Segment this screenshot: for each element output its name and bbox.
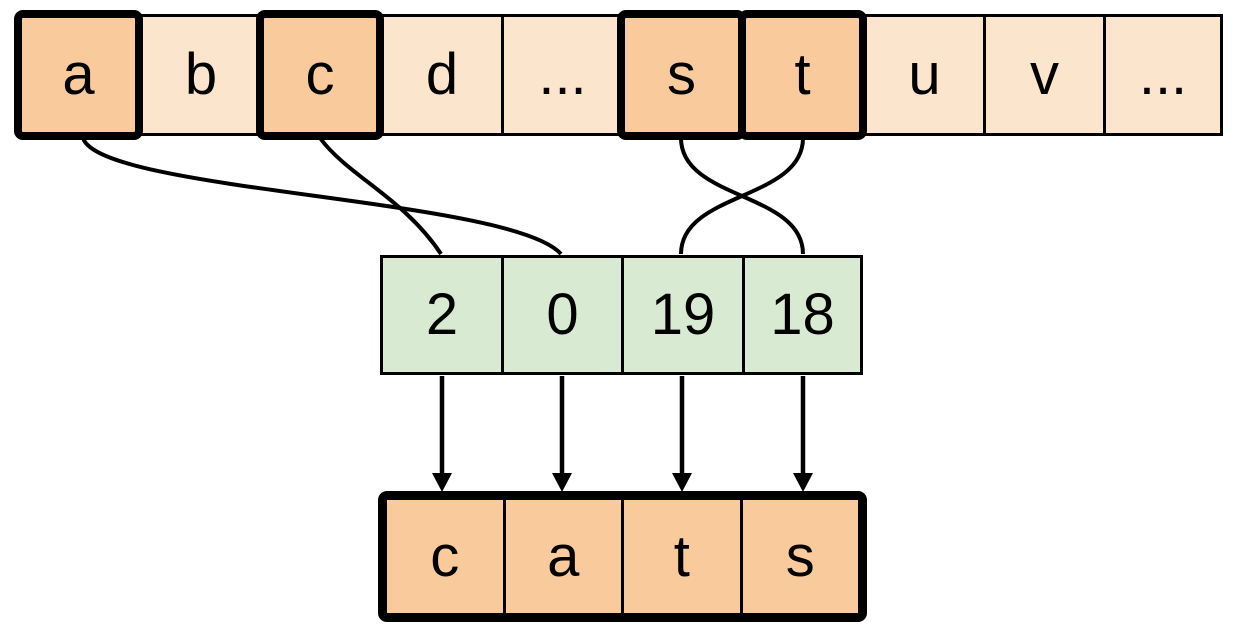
- index-cell-0: 0: [501, 255, 624, 375]
- result-cell-t: t: [621, 500, 740, 613]
- connector-curve-a-to-0: [81, 137, 563, 256]
- alphabet-cell-ellipsis-1: ...: [501, 14, 624, 136]
- alphabet-cell-ellipsis-2: ...: [1103, 14, 1223, 136]
- connector-curve-t-to-19: [679, 137, 805, 255]
- alphabet-cell-u: u: [863, 14, 986, 136]
- result-array-border: c a t s: [378, 491, 867, 622]
- result-cell-a: a: [502, 500, 621, 613]
- index-arrowhead-0: [432, 473, 452, 492]
- alphabet-cell-c: c: [256, 10, 384, 140]
- alphabet-cell-s: s: [617, 10, 746, 140]
- index-arrowhead-1: [552, 473, 572, 492]
- result-cell-c: c: [387, 500, 503, 613]
- alphabet-cell-b: b: [139, 14, 263, 136]
- index-cell-18: 18: [742, 255, 863, 375]
- alphabet-cell-v: v: [983, 14, 1106, 136]
- result-cell-s: s: [739, 500, 858, 613]
- index-cell-19: 19: [621, 255, 745, 375]
- connector-curve-c-to-2: [318, 136, 443, 256]
- alphabet-cell-t: t: [738, 10, 867, 140]
- index-arrowhead-3: [793, 473, 813, 492]
- connector-curve-s-to-18: [679, 137, 805, 255]
- index-cell-2: 2: [380, 255, 504, 375]
- index-arrowhead-2: [672, 473, 692, 492]
- alphabet-cell-d: d: [380, 14, 504, 136]
- alphabet-cell-a: a: [14, 10, 143, 140]
